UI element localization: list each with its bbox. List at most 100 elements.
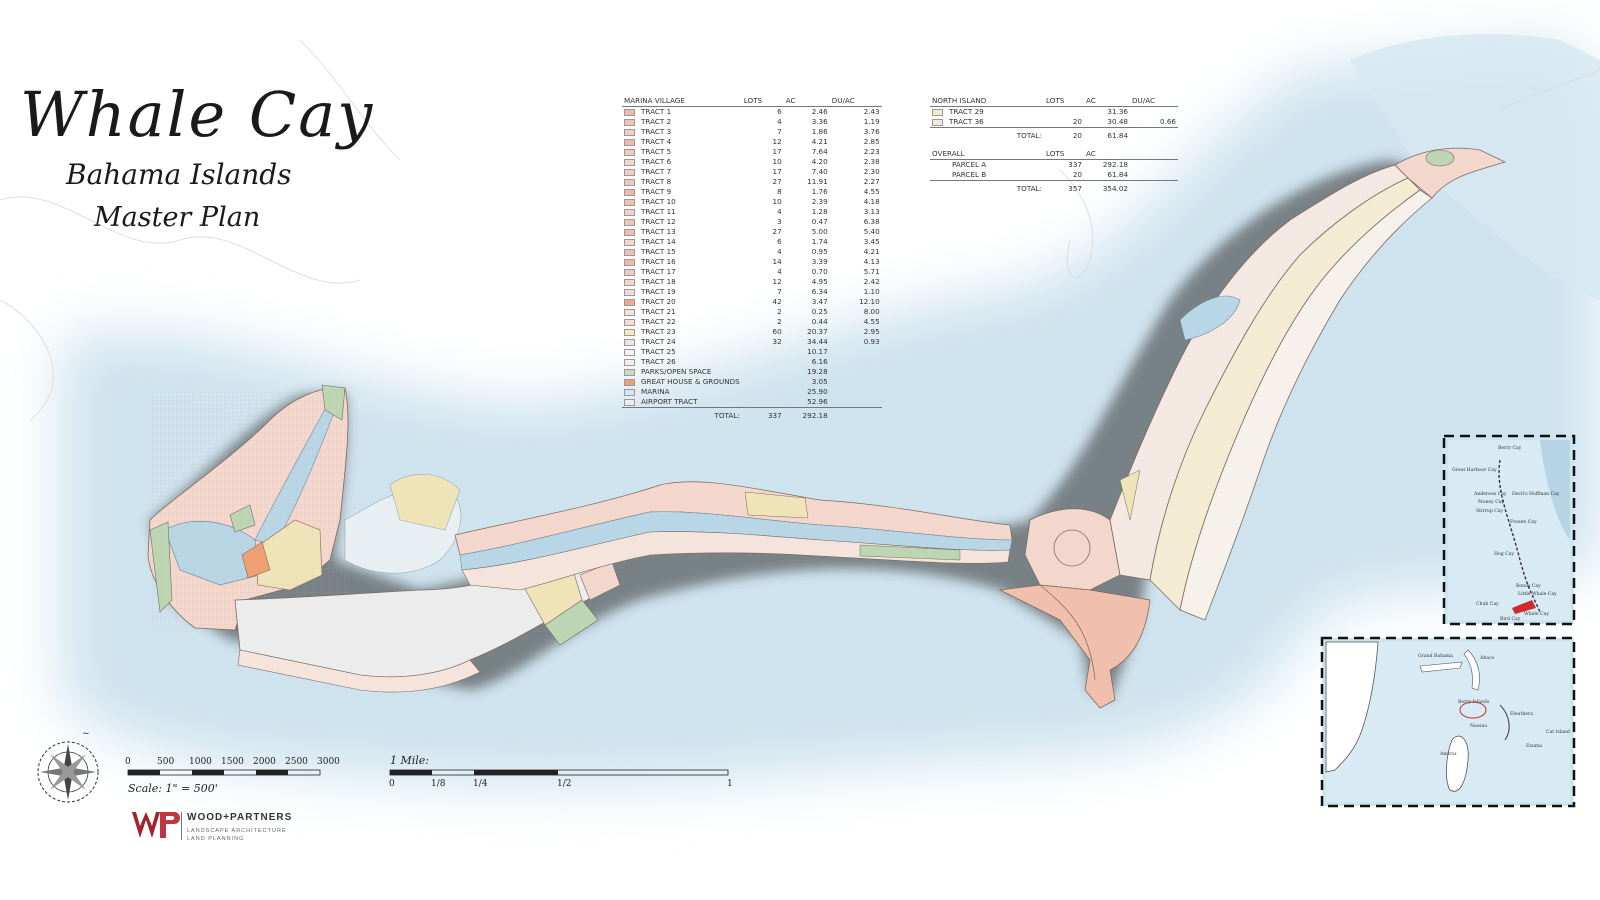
row-name: TRACT 22	[641, 317, 676, 326]
cell-lots	[742, 367, 784, 377]
cell-ac: 61.84	[1107, 170, 1128, 179]
inset-andros	[1446, 735, 1469, 792]
cell-duac: 8.00	[863, 307, 880, 316]
cell-lots: 27	[772, 177, 782, 186]
east-island	[998, 508, 1151, 709]
header-north-island: NORTH ISLAND	[930, 96, 1044, 107]
logo-subtitle: LANDSCAPE ARCHITECTURE LAND PLANNING	[187, 827, 287, 843]
cell-lots: 14	[772, 257, 782, 266]
row-name-cell: TRACT 7	[622, 167, 742, 177]
row-name: TRACT 20	[641, 297, 676, 306]
inset-region-label: Nassau	[1470, 724, 1488, 729]
inset-place-label: Frozen Cay	[1510, 520, 1537, 525]
inset-grand-bahama	[1419, 661, 1463, 673]
row-name: TRACT 25	[641, 347, 676, 356]
row-name: PARCEL B	[952, 170, 987, 179]
cell-duac	[830, 377, 882, 387]
cell-ac: 2.39	[811, 197, 828, 206]
logo-name: WOOD+PARTNERS	[187, 812, 293, 823]
row-name: MARINA	[641, 387, 670, 396]
scale-label: Scale: 1" = 500'	[128, 782, 218, 795]
tidal-flats	[344, 474, 462, 574]
row-name: TRACT 15	[641, 247, 676, 256]
east-road	[1039, 584, 1096, 681]
cell-duac: 5.40	[863, 227, 880, 236]
cell-ac: 0.25	[811, 307, 828, 316]
row-name-cell: TRACT 18	[622, 277, 742, 287]
row-name-cell: TRACT 9	[622, 187, 742, 197]
roundabout	[1053, 529, 1091, 567]
inset-place-label: Bonds Cay	[1516, 584, 1541, 589]
header-duac: DU/AC	[1130, 96, 1178, 107]
map-title: Whale Cay	[20, 78, 375, 151]
cell-lots: 7	[777, 287, 782, 296]
cell-lots: 20	[1072, 170, 1082, 179]
legend-swatch	[624, 158, 635, 166]
inset-florida	[1325, 641, 1379, 773]
cell-lots	[742, 357, 784, 367]
total-label: TOTAL:	[930, 127, 1044, 141]
cell-duac: 4.18	[863, 197, 880, 206]
cell-lots: 3	[777, 217, 782, 226]
row-name: TRACT 18	[641, 277, 676, 286]
north-lagoon	[1179, 295, 1241, 341]
legend-swatch	[624, 268, 635, 276]
cell-duac: 3.76	[863, 127, 880, 136]
row-name: TRACT 36	[949, 117, 984, 126]
row-name-cell: TRACT 10	[622, 197, 742, 207]
legend-swatch	[624, 368, 635, 376]
row-name-cell: PARCEL B	[930, 170, 1044, 181]
header-ac: AC	[1084, 96, 1130, 107]
scale-tick-label: 1000	[189, 757, 212, 767]
row-name-cell: TRACT 23	[622, 327, 742, 337]
cell-duac: 2.23	[863, 147, 880, 156]
legend-swatch	[624, 338, 635, 346]
cell-ac: 6.16	[811, 357, 828, 366]
compass-rose	[37, 741, 99, 803]
legend-swatch	[624, 128, 635, 136]
cell-lots: 20	[1072, 117, 1082, 126]
inset-region-label: Eleuthera	[1510, 712, 1533, 717]
inset-region-label: Andros	[1440, 752, 1457, 757]
legend-swatch	[624, 118, 635, 126]
legend-swatch	[624, 358, 635, 366]
row-name-cell: TRACT 36	[930, 117, 1044, 128]
row-name: TRACT 17	[641, 267, 676, 276]
total-ac: 61.84	[1084, 127, 1130, 141]
total-lots: 357	[1044, 180, 1084, 194]
cell-ac: 25.90	[807, 387, 828, 396]
legend-swatch	[624, 398, 635, 406]
row-name-cell: TRACT 11	[622, 207, 742, 217]
row-name-cell: TRACT 25	[622, 347, 742, 357]
cell-duac: 1.19	[863, 117, 880, 126]
header-lots: LOTS	[1044, 96, 1084, 107]
row-name-cell: TRACT 1	[622, 107, 742, 118]
legend-swatch	[624, 198, 635, 206]
scale-tick-label: 0	[389, 779, 395, 789]
header-ac: AC	[783, 96, 830, 107]
north-tip	[1394, 147, 1507, 199]
legend-swatch	[624, 318, 635, 326]
cell-lots: 60	[772, 327, 782, 336]
cell-duac: 0.93	[863, 337, 880, 346]
cell-duac: 2.95	[863, 327, 880, 336]
total-label: TOTAL:	[622, 407, 742, 421]
legend-swatch	[624, 288, 635, 296]
scale-tick-label: 3000	[317, 757, 340, 767]
cell-lots: 32	[772, 337, 782, 346]
cell-lots: 17	[772, 147, 782, 156]
cell-ac: 11.91	[807, 177, 828, 186]
row-name-cell: TRACT 3	[622, 127, 742, 137]
inset-place-label: Bird Cay	[1500, 617, 1521, 622]
cell-duac: 3.45	[863, 237, 880, 246]
